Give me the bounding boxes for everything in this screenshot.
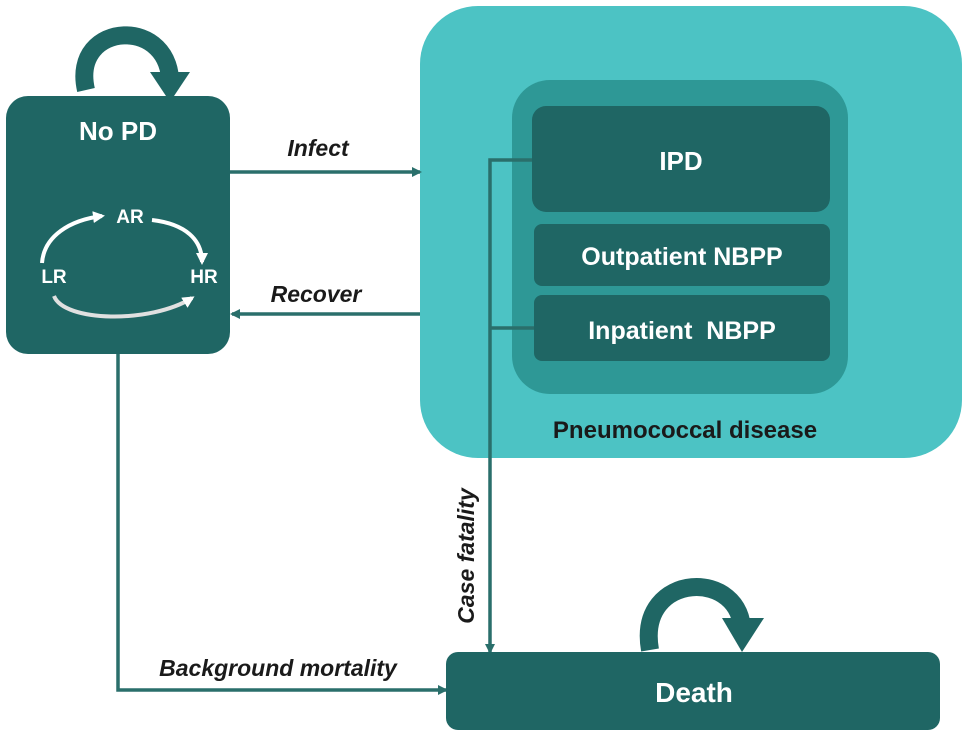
death-state-box <box>446 652 940 730</box>
background-mortality-arrow <box>116 354 448 695</box>
inpatient-nbpp-state-box <box>534 295 830 361</box>
lr-to-ar-arrow <box>40 211 105 264</box>
case-fatality-arrow <box>485 158 532 654</box>
death-self-loop-arrowhead <box>722 618 764 652</box>
ar-label: AR <box>116 207 144 228</box>
death-label: Death <box>655 677 733 708</box>
lr-label: LR <box>41 267 67 288</box>
no-pd-label: No PD <box>79 116 157 146</box>
case-fatality-label: Case fatality <box>453 487 479 624</box>
no-pd-self-loop-arrow <box>75 26 180 92</box>
infect-label: Infect <box>287 135 350 161</box>
recover-label: Recover <box>271 281 363 307</box>
ipd-state-box <box>532 106 830 212</box>
inpatient-nbpp-label: Inpatient NBPP <box>588 317 776 345</box>
no-pd-state-box <box>6 96 230 354</box>
background-mortality-label: Background mortality <box>159 655 398 681</box>
outpatient-nbpp-state-box <box>534 224 830 286</box>
ipd-label: IPD <box>659 146 702 176</box>
outpatient-nbpp-label: Outpatient NBPP <box>581 243 782 271</box>
ar-to-hr-arrow <box>151 218 208 265</box>
no-pd-self-loop-arrowhead <box>150 72 190 102</box>
lr-to-hr-arrow <box>52 294 195 319</box>
pneumococcal-disease-label: Pneumococcal disease <box>553 417 817 444</box>
hr-label: HR <box>190 267 218 288</box>
death-self-loop-arrow <box>639 578 752 652</box>
